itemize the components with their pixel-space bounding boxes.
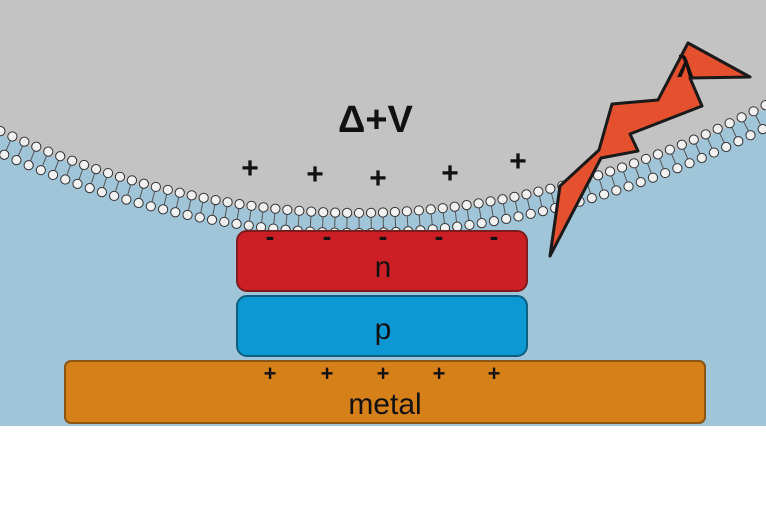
lipid-pair	[231, 198, 245, 229]
lipid-pair	[96, 167, 114, 198]
lipid-pair	[206, 195, 221, 225]
metal-layer-label: metal	[348, 388, 421, 421]
lipid-pair	[170, 187, 185, 218]
metal-positive-charges: + + + + +	[264, 361, 501, 386]
lipid-pair	[736, 112, 756, 141]
positive-charge: +	[509, 145, 527, 178]
lipid-pair	[521, 189, 536, 219]
lipid-pair	[145, 181, 161, 212]
p-layer	[236, 295, 528, 357]
lipid-pair	[109, 171, 126, 202]
positive-charge: +	[241, 152, 259, 185]
lipid-pair	[664, 144, 683, 174]
negative-charge: -	[266, 221, 275, 251]
lipid-pair	[640, 153, 659, 183]
lipid-pair	[219, 197, 233, 228]
positive-charge: +	[264, 361, 277, 386]
negative-charge: -	[435, 221, 444, 251]
lipid-pair	[473, 198, 487, 229]
lipid-pair	[243, 200, 257, 231]
lipid-pair	[182, 190, 197, 221]
lipid-pair	[0, 125, 6, 137]
lipid-pair	[194, 192, 209, 223]
lipid-pair	[133, 178, 149, 209]
lipid-pair	[35, 146, 54, 176]
negative-charge: -	[490, 221, 499, 251]
n-layer-label: n	[375, 251, 392, 284]
positive-charge: +	[369, 162, 387, 195]
lipid-pair	[688, 134, 707, 164]
lipid-pair	[47, 151, 66, 181]
lipid-pair	[11, 136, 30, 166]
lipid-pair	[533, 186, 549, 217]
lipid-pair	[461, 200, 475, 231]
voltage-label: Δ+V	[338, 99, 414, 141]
lipid-pair	[712, 123, 732, 153]
n-layer-negative-charges: -----	[266, 221, 499, 251]
positive-charge: +	[377, 361, 390, 386]
lipid-pair	[509, 191, 524, 222]
metal-layer	[64, 360, 706, 424]
lipid-pair	[604, 166, 622, 196]
positive-charge: +	[433, 361, 446, 386]
positive-charge: +	[306, 158, 324, 191]
lipid-pair	[157, 184, 173, 215]
lipid-pair	[652, 149, 671, 179]
lipid-pair	[72, 159, 90, 190]
lipid-pair	[724, 118, 744, 147]
lipid-pair	[628, 158, 646, 188]
lipid-pair	[121, 175, 138, 205]
membrane-positive-charges: + + + + +	[241, 145, 527, 195]
lipid-pair	[449, 201, 463, 232]
positive-charge: +	[441, 157, 459, 190]
positive-charge: +	[488, 361, 501, 386]
n-layer	[236, 230, 528, 292]
lipid-pair	[497, 194, 512, 224]
lipid-pair	[255, 202, 269, 233]
negative-charge: -	[379, 221, 388, 251]
lipid-pair	[748, 106, 766, 135]
lipid-pair	[700, 129, 720, 158]
lipid-pair	[60, 155, 78, 185]
lipid-pair	[0, 131, 18, 160]
lightning-bolt-icon	[548, 41, 752, 258]
lipid-pair	[23, 141, 42, 171]
positive-charge: +	[321, 361, 334, 386]
lipid-pair	[676, 139, 695, 169]
lipid-pair	[616, 162, 634, 192]
lipid-pair	[485, 196, 500, 227]
negative-charge: -	[323, 221, 332, 251]
p-layer-label: p	[375, 313, 392, 346]
cell-interior	[0, 0, 766, 216]
lambda-label: λ	[677, 51, 694, 84]
lipid-pair	[84, 164, 102, 194]
